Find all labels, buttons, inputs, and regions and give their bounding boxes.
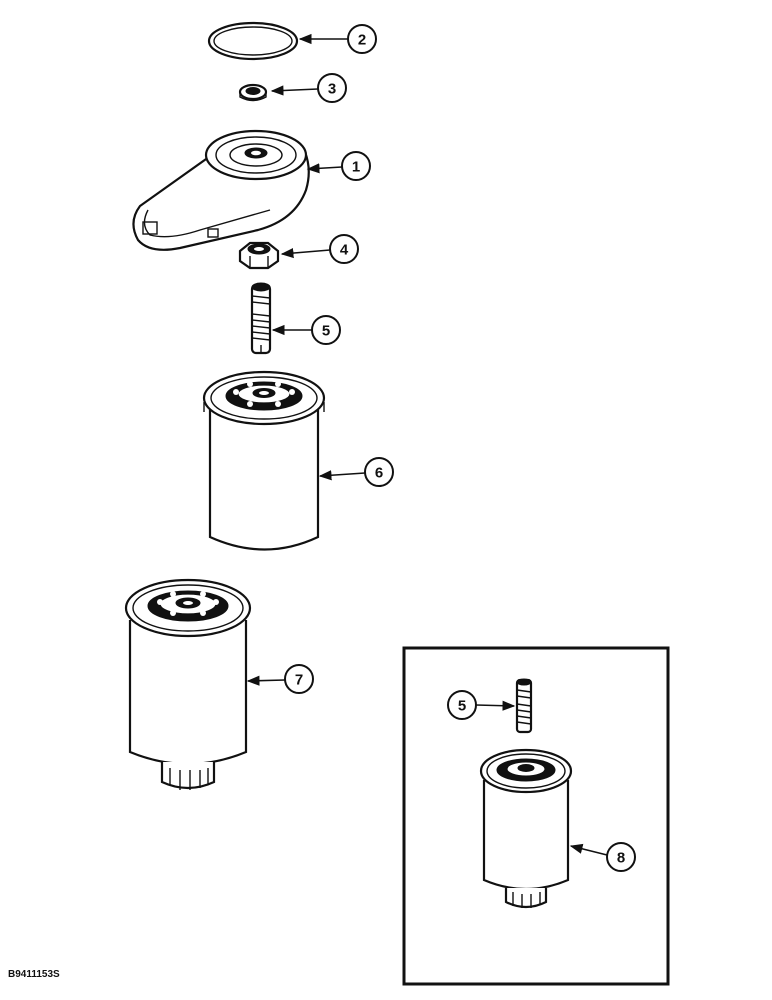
callout-8-label: 8 [617,850,625,867]
leader-5b [475,700,516,711]
filter-head-part [132,129,310,251]
leader-7 [246,675,286,686]
callout-1-label: 1 [352,159,360,176]
leader-3 [270,85,319,96]
hex-nut-part [238,241,280,270]
callout-3-label: 3 [328,81,336,98]
callout-7: 7 [284,664,314,694]
callout-6: 6 [364,457,394,487]
callout-7-label: 7 [295,672,303,689]
callout-4-label: 4 [340,242,349,259]
callout-2: 2 [347,24,377,54]
callout-2-label: 2 [358,32,366,49]
leader-1 [306,163,343,174]
callout-8: 8 [606,842,636,872]
threaded-adapter-part [250,282,272,355]
seal-washer-part [238,83,268,102]
inset-threaded-adapter-part [515,678,533,734]
callout-6-label: 6 [375,465,383,482]
callout-5-inset-label: 5 [458,698,466,715]
leader-6 [318,470,366,481]
leader-8 [569,843,608,856]
callout-5-top: 5 [311,315,341,345]
callout-4: 4 [329,234,359,264]
leader-4 [280,247,331,259]
callout-3: 3 [317,73,347,103]
callout-5-inset: 5 [447,690,477,720]
o-ring-part [207,21,299,61]
callout-1: 1 [341,151,371,181]
figure-code: B9411153S [8,969,60,980]
filter-element-part [202,370,326,551]
callout-5-top-label: 5 [322,323,330,340]
filter-with-drain-part [124,578,252,790]
inset-filter-with-drain-part [479,748,573,909]
inset-frame [402,646,670,986]
